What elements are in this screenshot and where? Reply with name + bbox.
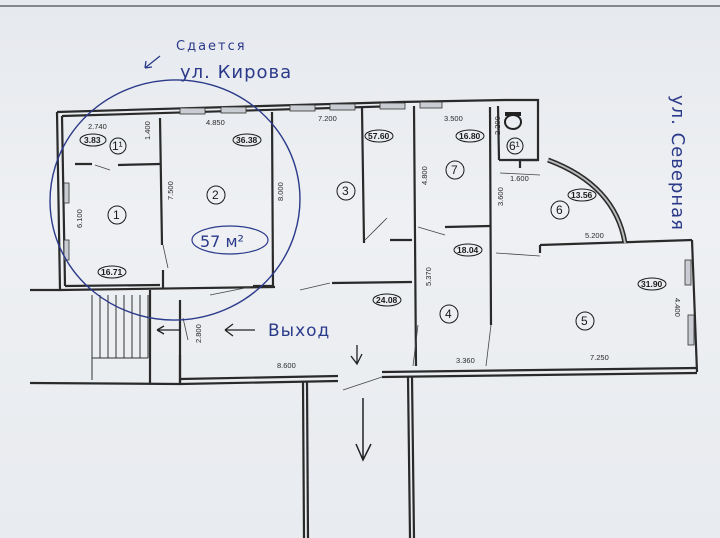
street-top-label: ул. Кирова [180, 62, 292, 83]
doors [94, 164, 541, 391]
room-number-3: 3 [342, 184, 349, 198]
area-circle-text: 57 м² [200, 232, 244, 251]
dim-1600: 1.600 [510, 174, 529, 183]
dim-4800: 4.800 [420, 166, 429, 185]
dim-3500: 3.500 [444, 114, 463, 123]
exit-arrow-stairs-icon [156, 325, 180, 335]
room-number-1: 1 [113, 208, 120, 222]
handwritten-annotations: Сдается ул. Кирова 57 м² Выход ул. Север… [49, 39, 688, 462]
exit-label: Выход [268, 321, 330, 341]
arrow-icon [144, 55, 161, 69]
room-number-6: 6 [556, 203, 563, 217]
area-room-1: 16.71 [101, 267, 123, 277]
area-room-4: 18.04 [457, 245, 479, 255]
dim-6100: 6.100 [75, 209, 84, 228]
dim-5200: 5.200 [585, 231, 604, 240]
dim-2740: 2.740 [88, 122, 107, 131]
street-right-label: ул. Северная [667, 95, 688, 231]
dim-7200: 7.200 [318, 114, 337, 123]
paper-edge-line [0, 5, 720, 7]
dim-7500: 7.500 [166, 181, 175, 200]
dim-4400: 4.400 [673, 298, 682, 317]
area-labels [79, 129, 667, 307]
room-number-5: 5 [581, 314, 588, 328]
dim-7250: 7.250 [590, 353, 609, 362]
room-number-2: 2 [212, 188, 219, 202]
area-room-3: 57.60 [368, 131, 390, 141]
arrow-down-small-icon [350, 345, 363, 366]
dim-3360: 3.360 [456, 356, 475, 365]
rent-label: Сдается [176, 39, 247, 54]
walls [29, 98, 699, 538]
dim-1400: 1.400 [143, 121, 152, 140]
dim-4850: 4.850 [206, 118, 225, 127]
rent-area-outline [49, 79, 301, 321]
room-number-circles [107, 137, 595, 331]
area-room-6: 13.56 [571, 190, 593, 200]
room-number-1a: 1¹ [112, 139, 123, 153]
room-number-7: 7 [451, 163, 458, 177]
room-number-4: 4 [445, 307, 452, 321]
dim-8000: 8.000 [276, 182, 285, 201]
dim-5370: 5.370 [424, 267, 433, 286]
dim-2200: 2.200 [493, 116, 502, 135]
dim-8600: 8.600 [277, 361, 296, 370]
arrow-down-large-icon [355, 398, 372, 462]
toilet-icon [504, 112, 522, 130]
windows [63, 101, 695, 346]
exit-arrow-left-icon [224, 323, 255, 337]
area-room-1a: 3.83 [84, 135, 101, 145]
dim-3600: 3.600 [496, 187, 505, 206]
area-room-2: 36.38 [236, 135, 258, 145]
area-corridor: 24.08 [376, 295, 398, 305]
area-room-5: 31.90 [641, 279, 663, 289]
room-number-6a: 6¹ [509, 139, 520, 153]
staircase [91, 295, 149, 380]
area-room-7: 16.80 [459, 131, 481, 141]
area-circle [191, 225, 269, 255]
dim-2800: 2.800 [194, 324, 203, 343]
